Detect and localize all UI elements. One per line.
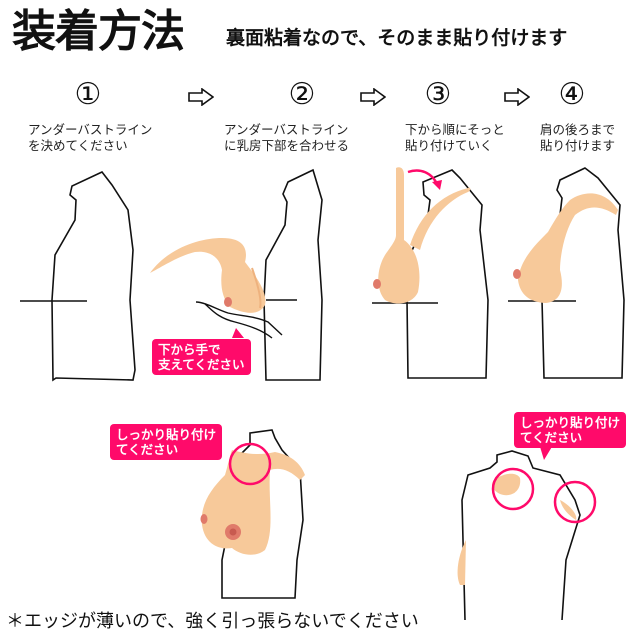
step4-illustration <box>508 167 625 379</box>
step-1-number: ① <box>74 77 102 112</box>
step-3-number: ③ <box>424 77 452 112</box>
nipple-shape <box>224 297 232 307</box>
step-2-number: ② <box>288 77 316 112</box>
callout-support-hand: 下から手で 支えてください <box>152 339 251 375</box>
step3-illustration <box>372 167 489 379</box>
highlight-circle <box>491 467 535 511</box>
page-subtitle: 裏面粘着なので、そのまま貼り付けます <box>226 27 568 49</box>
highlight-circle <box>228 442 272 486</box>
step-3-caption: 下から順にそっと 貼り付けていく <box>405 122 505 153</box>
step-2-caption: アンダーバストライン に乳房下部を合わせる <box>224 122 350 153</box>
callout-attach-firmly-back: しっかり貼り付け てください <box>514 412 627 448</box>
right-arrow-icon <box>188 88 214 106</box>
page-title: 装着方法 <box>12 6 185 57</box>
breast-form-shape <box>150 238 266 313</box>
curved-arrow-icon <box>407 169 440 187</box>
step-1-caption: アンダーバストライン を決めてください <box>28 122 153 153</box>
back-torso-illustration <box>457 440 597 621</box>
highlight-circle <box>553 480 597 524</box>
step1-torso-illustration <box>20 171 136 382</box>
hand-icon <box>195 301 283 339</box>
right-arrow-icon <box>504 88 530 106</box>
caution-note: ＊エッジが薄いので、強く引っ張らないでください <box>6 611 419 632</box>
step-4-number: ④ <box>558 77 586 112</box>
right-arrow-icon <box>360 88 386 106</box>
callout-attach-firmly-front: しっかり貼り付け てください <box>110 424 223 460</box>
step-4-caption: 肩の後ろまで 貼り付けます <box>540 122 616 153</box>
